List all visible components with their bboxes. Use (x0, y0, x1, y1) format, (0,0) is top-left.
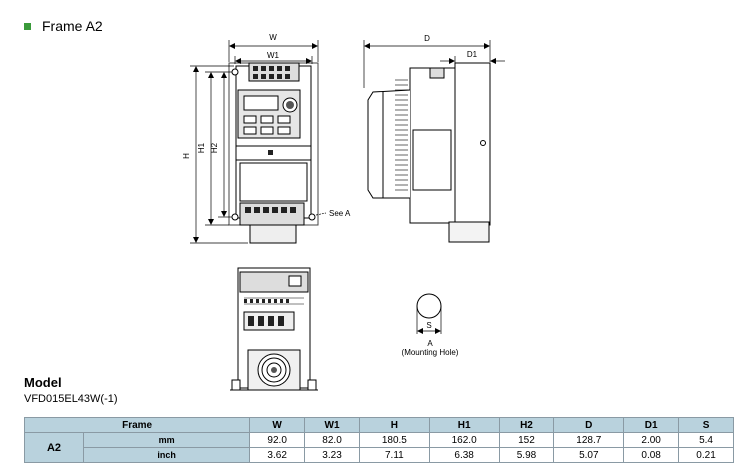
model-value: VFD015EL43W(-1) (24, 393, 118, 405)
col-header: D1 (623, 417, 680, 433)
see-a-label: See A (329, 209, 351, 218)
value-cell: 5.4 (678, 432, 734, 448)
value-cell: 6.38 (428, 447, 500, 463)
col-header: H2 (498, 417, 555, 433)
front-view (228, 62, 319, 244)
bullet-icon (24, 22, 31, 30)
hole-a-label: A (427, 339, 433, 348)
frame-title: Frame A2 (42, 18, 103, 34)
value-cell: 0.21 (678, 447, 734, 463)
table-row: A2 mm 92.0 82.0 180.5 162.0 152 128.7 2.… (24, 432, 734, 463)
value-cell: 0.08 (623, 447, 680, 463)
hole-caption: (Mounting Hole) (402, 348, 459, 357)
col-header: W (249, 417, 306, 433)
side-view (367, 62, 491, 243)
value-cell: 162.0 (428, 432, 500, 448)
col-header: H (358, 417, 430, 433)
value-cell: 92.0 (249, 432, 306, 448)
dim-h2-label: H2 (210, 142, 219, 153)
bottom-view (230, 267, 318, 391)
mounting-hole-detail (416, 293, 442, 334)
value-cell: 3.23 (304, 447, 360, 463)
value-cell: 7.11 (358, 447, 430, 463)
value-cell: 180.5 (358, 432, 430, 448)
unit-cell: mm (82, 432, 251, 448)
value-cell: 82.0 (304, 432, 360, 448)
frame-heading: Frame A2 (24, 18, 103, 34)
value-cell: 5.98 (498, 447, 555, 463)
col-header: S (678, 417, 734, 433)
dim-h-label: H (182, 153, 191, 159)
frame-header: Frame (23, 417, 251, 433)
hole-s-label: S (426, 321, 431, 330)
value-cell: 5.07 (553, 447, 625, 463)
dim-d1-label: D1 (467, 50, 478, 59)
dim-d-label: D (424, 34, 430, 43)
front-dimensions (190, 40, 327, 244)
dim-w-label: W (269, 33, 277, 42)
unit-cell: inch (82, 447, 251, 463)
value-cell: 128.7 (553, 432, 625, 448)
table-row: inch 3.62 3.23 7.11 6.38 5.98 5.07 0.08 … (25, 447, 734, 463)
dim-w1-label: W1 (267, 51, 280, 60)
dim-h1-label: H1 (197, 142, 206, 153)
col-header: W1 (304, 417, 360, 433)
col-header: H1 (428, 417, 500, 433)
table-header-row: Frame W W1 H H1 H2 D D1 S (23, 417, 734, 433)
side-dimensions (363, 40, 505, 88)
frame-cell: A2 (24, 432, 84, 463)
value-cell: 2.00 (623, 432, 680, 448)
value-cell: 152 (498, 432, 555, 448)
value-cell: 3.62 (249, 447, 306, 463)
dimensions-table: Frame W W1 H H1 H2 D D1 S A2 mm 92.0 82.… (23, 417, 734, 463)
col-header: D (553, 417, 625, 433)
model-label: Model (24, 375, 62, 390)
